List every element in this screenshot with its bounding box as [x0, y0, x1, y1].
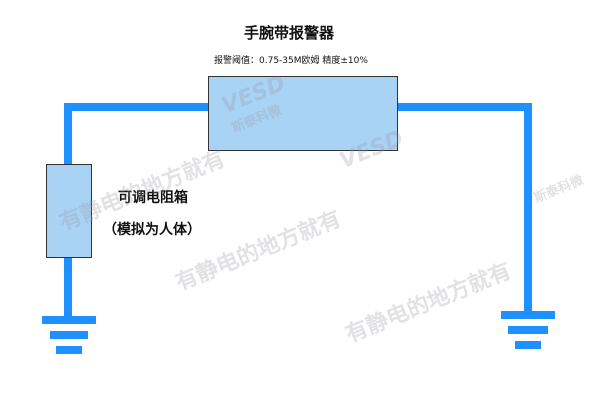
watermark-brand-cn-2: 斯泰科微 [531, 172, 586, 207]
resistor-title: 可调电阻箱 [118, 190, 188, 206]
resistor-subtitle: （模拟为人体） [103, 222, 201, 238]
wire-right-vertical [524, 103, 532, 311]
wrist-strap-alarm-box [208, 76, 398, 151]
watermark-slogan-3: 有静电的地方就有 [342, 258, 515, 348]
adjustable-resistor-box [46, 164, 92, 258]
ground-bar-left-3 [56, 346, 82, 354]
alarm-title: 手腕带报警器 [244, 24, 335, 42]
ground-bar-right-3 [515, 341, 541, 349]
ground-bar-right-2 [508, 326, 548, 334]
wire-top-left [64, 103, 210, 111]
ground-bar-right-1 [501, 311, 555, 319]
watermark-slogan-2: 有静电的地方就有 [172, 206, 345, 296]
alarm-spec: 报警阈值：0.75-35M欧姆 精度±10% [214, 56, 368, 66]
wire-left-vertical-upper [64, 103, 72, 167]
ground-bar-left-2 [50, 331, 88, 339]
wire-left-vertical-lower [64, 256, 72, 316]
wire-top-right [396, 103, 532, 111]
ground-bar-left-1 [42, 316, 96, 324]
